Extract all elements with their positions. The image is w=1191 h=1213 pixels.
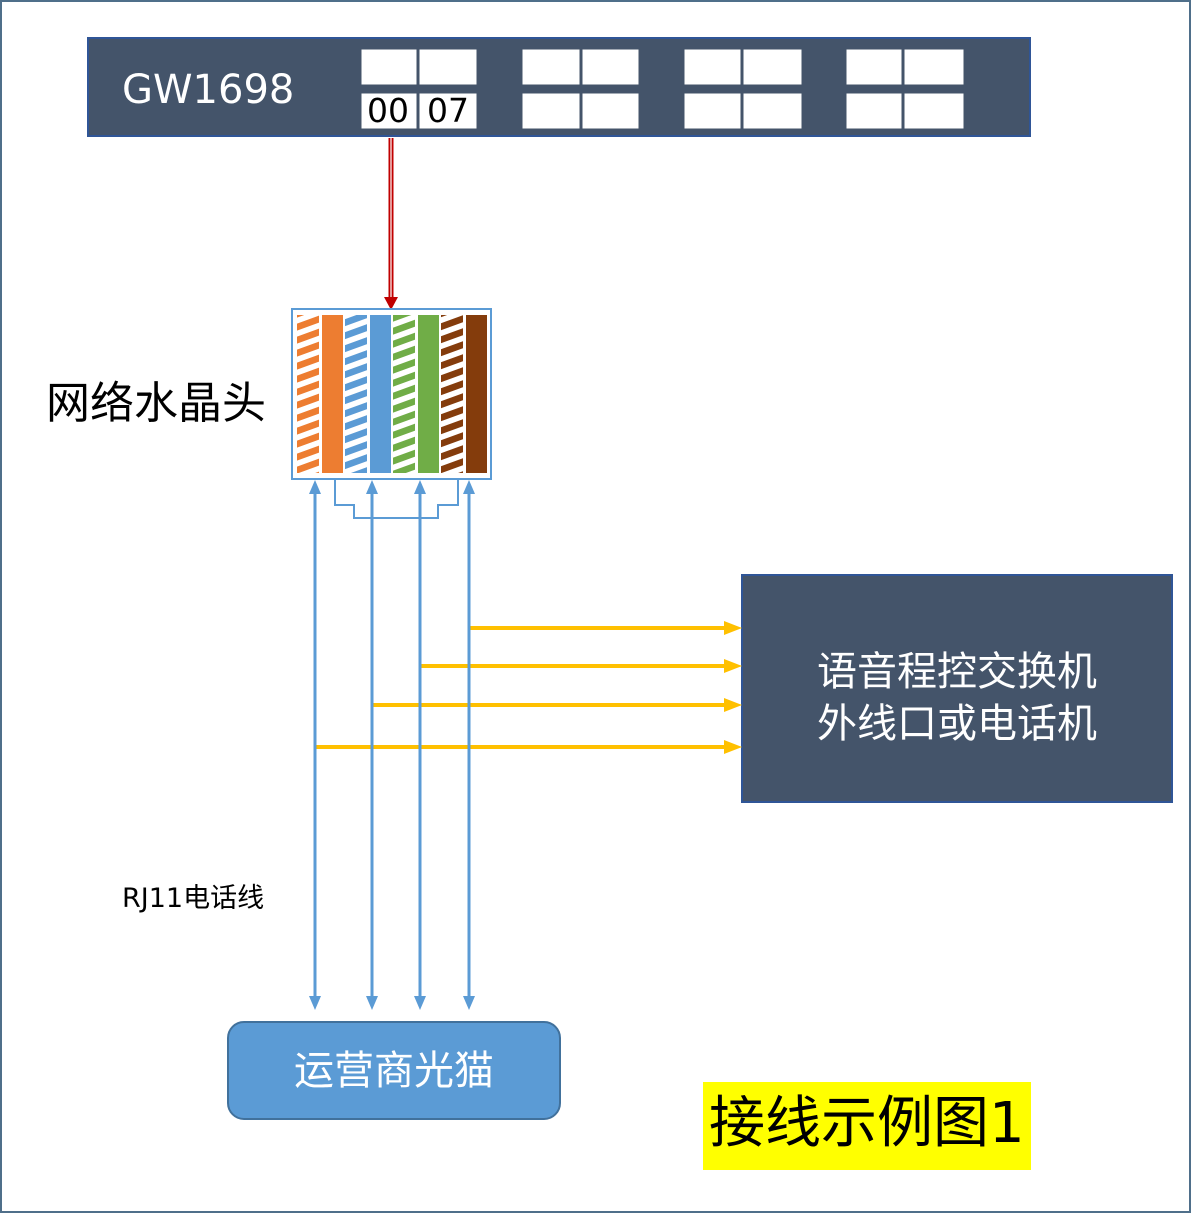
- rj45-connector: [291, 308, 492, 480]
- connector-bracket: [334, 479, 459, 519]
- rj45-label: 网络水晶头: [46, 378, 266, 429]
- yellow-arrows: [315, 621, 742, 754]
- wire-orange: [322, 315, 343, 473]
- port: [418, 92, 478, 130]
- port: [845, 92, 903, 130]
- pbx-box: [741, 574, 1173, 803]
- port: [418, 48, 478, 86]
- port: [521, 92, 581, 130]
- modem-label: 运营商光猫: [294, 1048, 494, 1094]
- port: [581, 48, 640, 86]
- port-grid: [360, 48, 965, 130]
- pbx-label-line2: 外线口或电话机: [817, 701, 1097, 747]
- rj11-cable-label: RJ11电话线: [122, 883, 265, 914]
- wire-blue: [370, 315, 391, 473]
- red-connection-arrow: [384, 138, 398, 310]
- port: [360, 48, 418, 86]
- port-label-07: 07: [427, 91, 469, 130]
- port: [581, 92, 640, 130]
- wire-blue-white: [345, 315, 367, 473]
- port: [521, 48, 581, 86]
- modem-box: [227, 1021, 561, 1120]
- diagram-caption: 接线示例图1: [703, 1082, 1031, 1170]
- port: [742, 92, 803, 130]
- wire-green: [418, 315, 439, 473]
- pbx-label-line1: 语音程控交换机: [817, 649, 1097, 695]
- port: [903, 92, 965, 130]
- port: [360, 92, 418, 130]
- wire-brown: [466, 315, 487, 473]
- pbx-label: 语音程控交换机 外线口或电话机: [742, 646, 1172, 750]
- device-name: GW1698: [122, 67, 295, 113]
- wire-green-white: [393, 315, 415, 473]
- wire-brown-white: [441, 315, 463, 473]
- rj11-lines: [309, 480, 475, 1010]
- port-label-00: 00: [367, 91, 409, 130]
- port: [845, 48, 903, 86]
- port: [742, 48, 803, 86]
- wire-orange-white: [297, 315, 319, 473]
- port: [683, 48, 742, 86]
- port: [903, 48, 965, 86]
- port: [683, 92, 742, 130]
